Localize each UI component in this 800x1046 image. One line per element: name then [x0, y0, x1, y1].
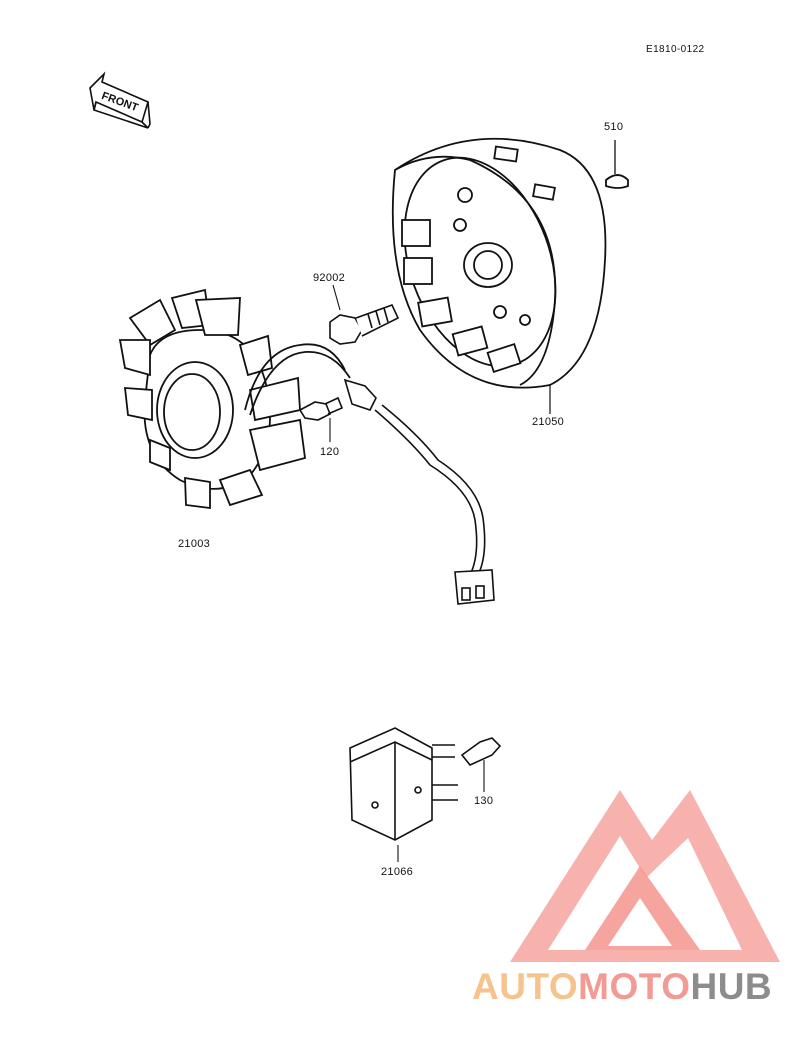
stator-21003 — [118, 288, 351, 510]
watermark-logo-icon — [510, 790, 780, 962]
bolt-92002 — [329, 284, 400, 345]
part-label-510: 510 — [604, 121, 624, 133]
part-label-120: 120 — [320, 446, 340, 458]
watermark-hub: HUB — [690, 966, 773, 1007]
part-label-130: 130 — [474, 795, 494, 807]
diagram-code: E1810-0122 — [646, 44, 705, 55]
flywheel-rotor-21050 — [391, 137, 607, 414]
part-label-21066: 21066 — [381, 866, 414, 878]
part-label-21050: 21050 — [532, 416, 565, 428]
watermark-text: AUTOMOTOHUB — [472, 966, 772, 1008]
screw-120 — [298, 396, 344, 442]
watermark-moto: MOTO — [578, 966, 691, 1007]
woodruff-key-510 — [605, 140, 629, 189]
part-label-92002: 92002 — [313, 272, 346, 284]
watermark-auto: AUTO — [472, 966, 579, 1007]
front-arrow-icon — [89, 71, 151, 129]
part-label-21003: 21003 — [178, 538, 211, 550]
regulator-21066 — [349, 727, 458, 862]
wire-harness — [343, 378, 495, 605]
screw-130 — [460, 737, 502, 792]
